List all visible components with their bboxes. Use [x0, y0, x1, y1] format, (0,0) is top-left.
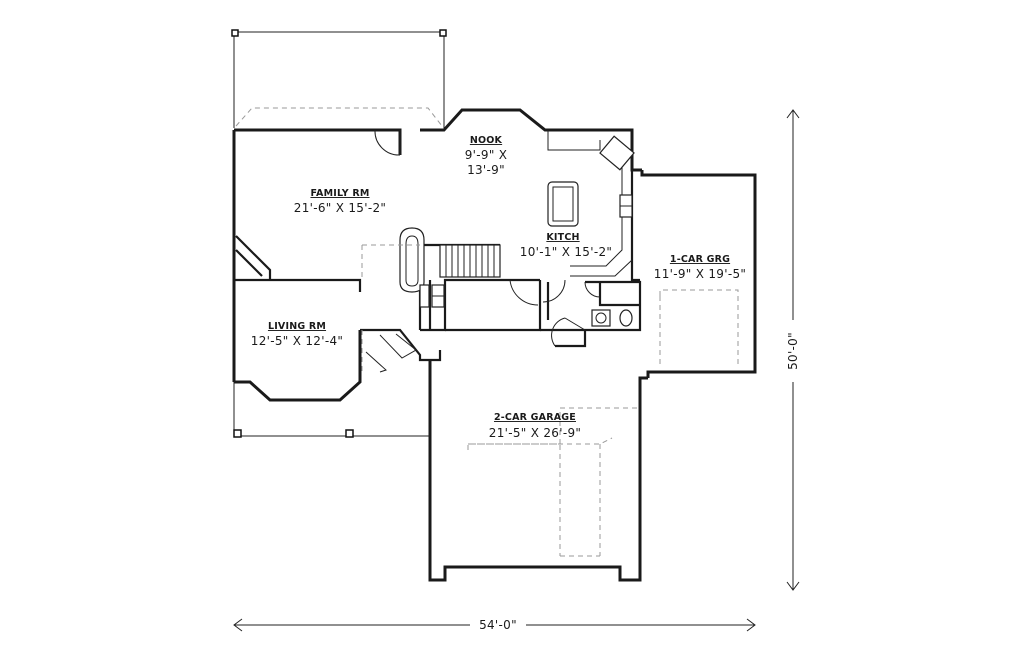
svg-text:13'-9": 13'-9" [467, 163, 505, 177]
svg-text:2-CAR GARAGE: 2-CAR GARAGE [494, 412, 576, 423]
svg-text:KITCH: KITCH [546, 232, 579, 243]
doors [365, 129, 601, 373]
svg-text:21'-5" X 26'-9": 21'-5" X 26'-9" [489, 426, 581, 440]
svg-text:21'-6" X 15'-2": 21'-6" X 15'-2" [294, 201, 386, 215]
depth-dimension: 50'-0" [784, 320, 802, 382]
stairs [399, 227, 501, 293]
rear-patio [231, 29, 447, 128]
garage-parking [361, 244, 739, 557]
room-label-living: LIVING RM 12'-5" X 12'-4" [251, 321, 343, 348]
kitchen-fixtures [547, 130, 635, 277]
room-label-kitchen: KITCH 10'-1" X 15'-2" [520, 232, 612, 259]
svg-text:10'-1" X 15'-2": 10'-1" X 15'-2" [520, 245, 612, 259]
svg-text:11'-9" X 19'-5": 11'-9" X 19'-5" [654, 267, 746, 281]
width-dimension: 54'-0" [470, 614, 526, 632]
svg-text:FAMILY RM: FAMILY RM [310, 188, 369, 199]
svg-text:9'-9" X: 9'-9" X [465, 148, 508, 162]
room-label-nook: NOOK 9'-9" X 13'-9" [465, 135, 508, 177]
room-label-2-car-garage: 2-CAR GARAGE 21'-5" X 26'-9" [489, 412, 581, 440]
svg-text:NOOK: NOOK [470, 135, 503, 146]
svg-text:50'-0": 50'-0" [786, 332, 800, 370]
exterior-walls [232, 108, 757, 582]
svg-text:LIVING RM: LIVING RM [268, 321, 326, 332]
svg-text:12'-5" X 12'-4": 12'-5" X 12'-4" [251, 334, 343, 348]
room-label-family: FAMILY RM 21'-6" X 15'-2" [294, 188, 386, 215]
bath-fixtures [419, 284, 633, 327]
svg-text:1-CAR GRG: 1-CAR GRG [670, 254, 730, 265]
svg-text:54'-0": 54'-0" [479, 618, 517, 632]
room-label-1-car-garage: 1-CAR GRG 11'-9" X 19'-5" [654, 254, 746, 281]
